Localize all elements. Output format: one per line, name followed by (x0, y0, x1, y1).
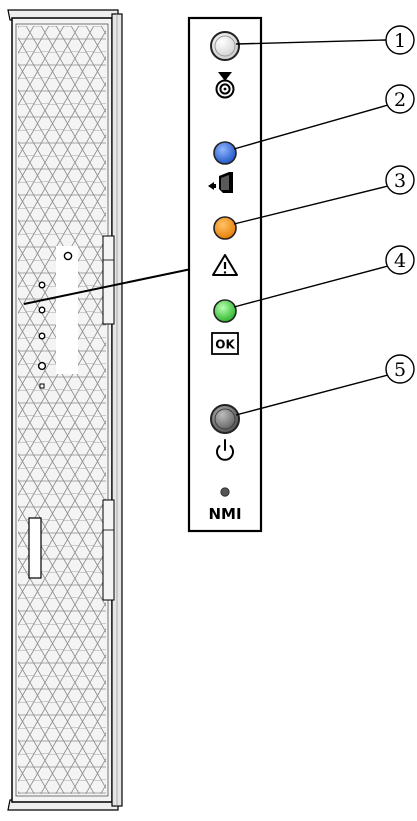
ready-to-remove-led (213, 141, 237, 165)
callout-4-number: 4 (394, 250, 406, 272)
chassis-led-1 (63, 251, 73, 261)
callout-5: 5 (235, 354, 415, 416)
server-module-chassis (7, 9, 123, 811)
callout-2-number: 2 (394, 89, 406, 111)
callout-1-number: 1 (394, 30, 406, 52)
chassis-nmi-pinhole (39, 383, 45, 389)
chassis-latch-lower (102, 499, 115, 601)
callout-4: 4 (233, 245, 415, 308)
service-required-led (213, 216, 237, 240)
callout-1: 1 (235, 25, 415, 55)
chassis-handle-slot (28, 517, 42, 579)
locator-icon (215, 72, 235, 99)
chassis-led-3 (38, 306, 46, 314)
ok-label-box: OK (211, 332, 239, 355)
nmi-label: NMI (208, 505, 241, 523)
chassis-led-2 (38, 281, 46, 289)
callout-5-number: 5 (394, 359, 406, 381)
nmi-button (220, 487, 230, 497)
callout-3: 3 (233, 165, 415, 225)
chassis-led-5 (37, 361, 47, 371)
warning-icon (212, 254, 238, 276)
chassis-latch-upper (102, 235, 115, 325)
hex-vent-area (18, 26, 106, 794)
chassis-led-4 (38, 332, 46, 340)
ok-label: OK (215, 338, 235, 352)
ready-to-remove-icon (208, 172, 233, 193)
callout-3-number: 3 (394, 170, 406, 192)
zoom-leader-line (23, 267, 197, 305)
callout-2: 2 (233, 84, 415, 150)
ok-led (213, 299, 237, 323)
power-icon (216, 439, 234, 461)
